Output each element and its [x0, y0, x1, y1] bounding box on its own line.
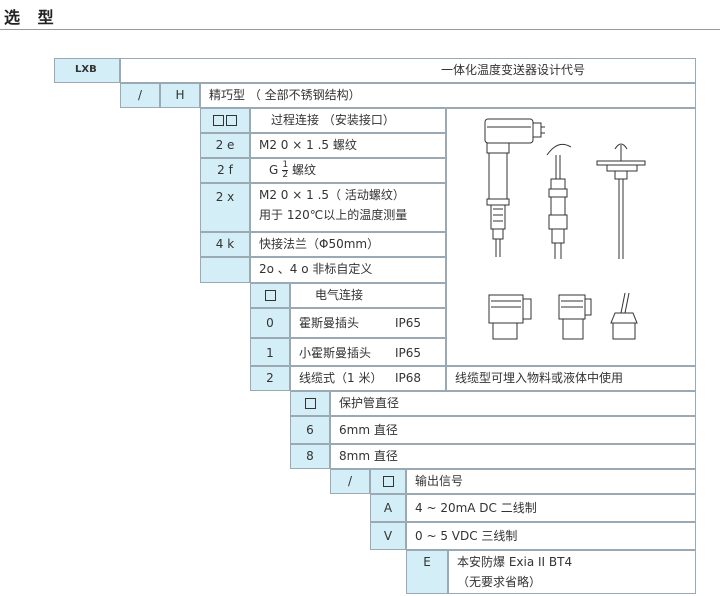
- explosion-line1: 本安防爆 Exia II BT4: [457, 555, 573, 569]
- process-option-label: 2o 、4 o 非标自定义: [250, 257, 446, 283]
- process-option-label: 快接法兰（Φ50mm）: [250, 232, 446, 257]
- thread-suffix: 螺纹: [292, 163, 317, 177]
- model-code: LXB: [54, 58, 120, 83]
- output-option-code: A: [370, 494, 406, 522]
- ip-rating: IP65: [395, 346, 422, 360]
- square-icon: [264, 290, 276, 301]
- electrical-option-code: 0: [250, 308, 290, 338]
- explosion-line2: （无要求省略）: [457, 575, 542, 589]
- square-icon: [304, 398, 316, 409]
- process-option-code: 2 x: [200, 183, 250, 232]
- series-code: H: [160, 83, 200, 108]
- fraction-numerator: 1: [282, 160, 289, 170]
- series-description: 精巧型 （ 全部不锈钢结构）: [200, 83, 696, 108]
- electrical-option-label: 线缆式（1 米） IP68: [290, 366, 446, 391]
- tube-option-code: 6: [290, 416, 330, 444]
- square-icon: [382, 476, 394, 487]
- electrical-option-code: 2: [250, 366, 290, 391]
- series-separator: /: [120, 83, 160, 108]
- ip-rating: IP65: [395, 316, 422, 330]
- tube-title: 保护管直径: [330, 391, 696, 416]
- header-divider: [0, 29, 720, 30]
- square-icon: [226, 115, 237, 126]
- electrical-option-label: 霍斯曼插头 IP65: [290, 308, 446, 338]
- electrical-option-name: 霍斯曼插头: [299, 316, 360, 330]
- output-option-code: V: [370, 522, 406, 550]
- tube-option-label: 6mm 直径: [330, 416, 696, 444]
- explosion-code: E: [406, 550, 448, 594]
- process-option-code: 2 e: [200, 133, 250, 158]
- process-option-line1: M2 0 × 1 .5（ 活动螺纹）: [259, 188, 405, 202]
- output-separator: /: [330, 469, 370, 494]
- electrical-option-name: 小霍斯曼插头: [299, 346, 372, 360]
- electrical-option-name: 线缆式（1 米）: [299, 371, 383, 385]
- electrical-option-code: 1: [250, 338, 290, 366]
- process-code-placeholder: [200, 108, 250, 133]
- square-icon: [213, 115, 224, 126]
- tube-option-code: 8: [290, 444, 330, 469]
- process-connection-drawings: [484, 118, 646, 259]
- section-title: 选 型: [4, 8, 60, 27]
- model-description: 一体化温度变送器设计代号: [120, 58, 696, 83]
- process-title: 过程连接 （安装接口）: [250, 108, 446, 133]
- drawing-panel: [446, 108, 696, 366]
- process-option-code: [200, 257, 250, 283]
- tube-code-placeholder: [290, 391, 330, 416]
- process-option-label: M2 0 × 1 .5 螺纹: [250, 133, 446, 158]
- output-code-placeholder: [370, 469, 406, 494]
- electrical-connector-drawings: [488, 292, 638, 340]
- connector-line: [120, 83, 121, 108]
- output-option-label: 0 ~ 5 VDC 三线制: [406, 522, 696, 550]
- electrical-code-placeholder: [250, 283, 290, 308]
- process-option-code: 2 f: [200, 158, 250, 183]
- thread-prefix: G: [269, 163, 279, 177]
- electrical-option-label: 小霍斯曼插头 IP65: [290, 338, 446, 366]
- process-option-code: 4 k: [200, 232, 250, 257]
- fraction-denominator: 2: [282, 170, 289, 180]
- ip-rating: IP68: [395, 371, 422, 385]
- section-header: 选 型: [0, 0, 720, 32]
- tube-option-label: 8mm 直径: [330, 444, 696, 469]
- output-option-label: 4 ~ 20mA DC 二线制: [406, 494, 696, 522]
- process-option-line2: 用于 120℃以上的温度测量: [259, 208, 408, 222]
- cable-note: 线缆型可埋入物料或液体中使用: [446, 366, 696, 391]
- output-title: 输出信号: [406, 469, 696, 494]
- electrical-title: 电气连接: [290, 283, 446, 308]
- process-option-label: M2 0 × 1 .5（ 活动螺纹） 用于 120℃以上的温度测量: [250, 183, 446, 232]
- explosion-label: 本安防爆 Exia II BT4 （无要求省略）: [448, 550, 696, 594]
